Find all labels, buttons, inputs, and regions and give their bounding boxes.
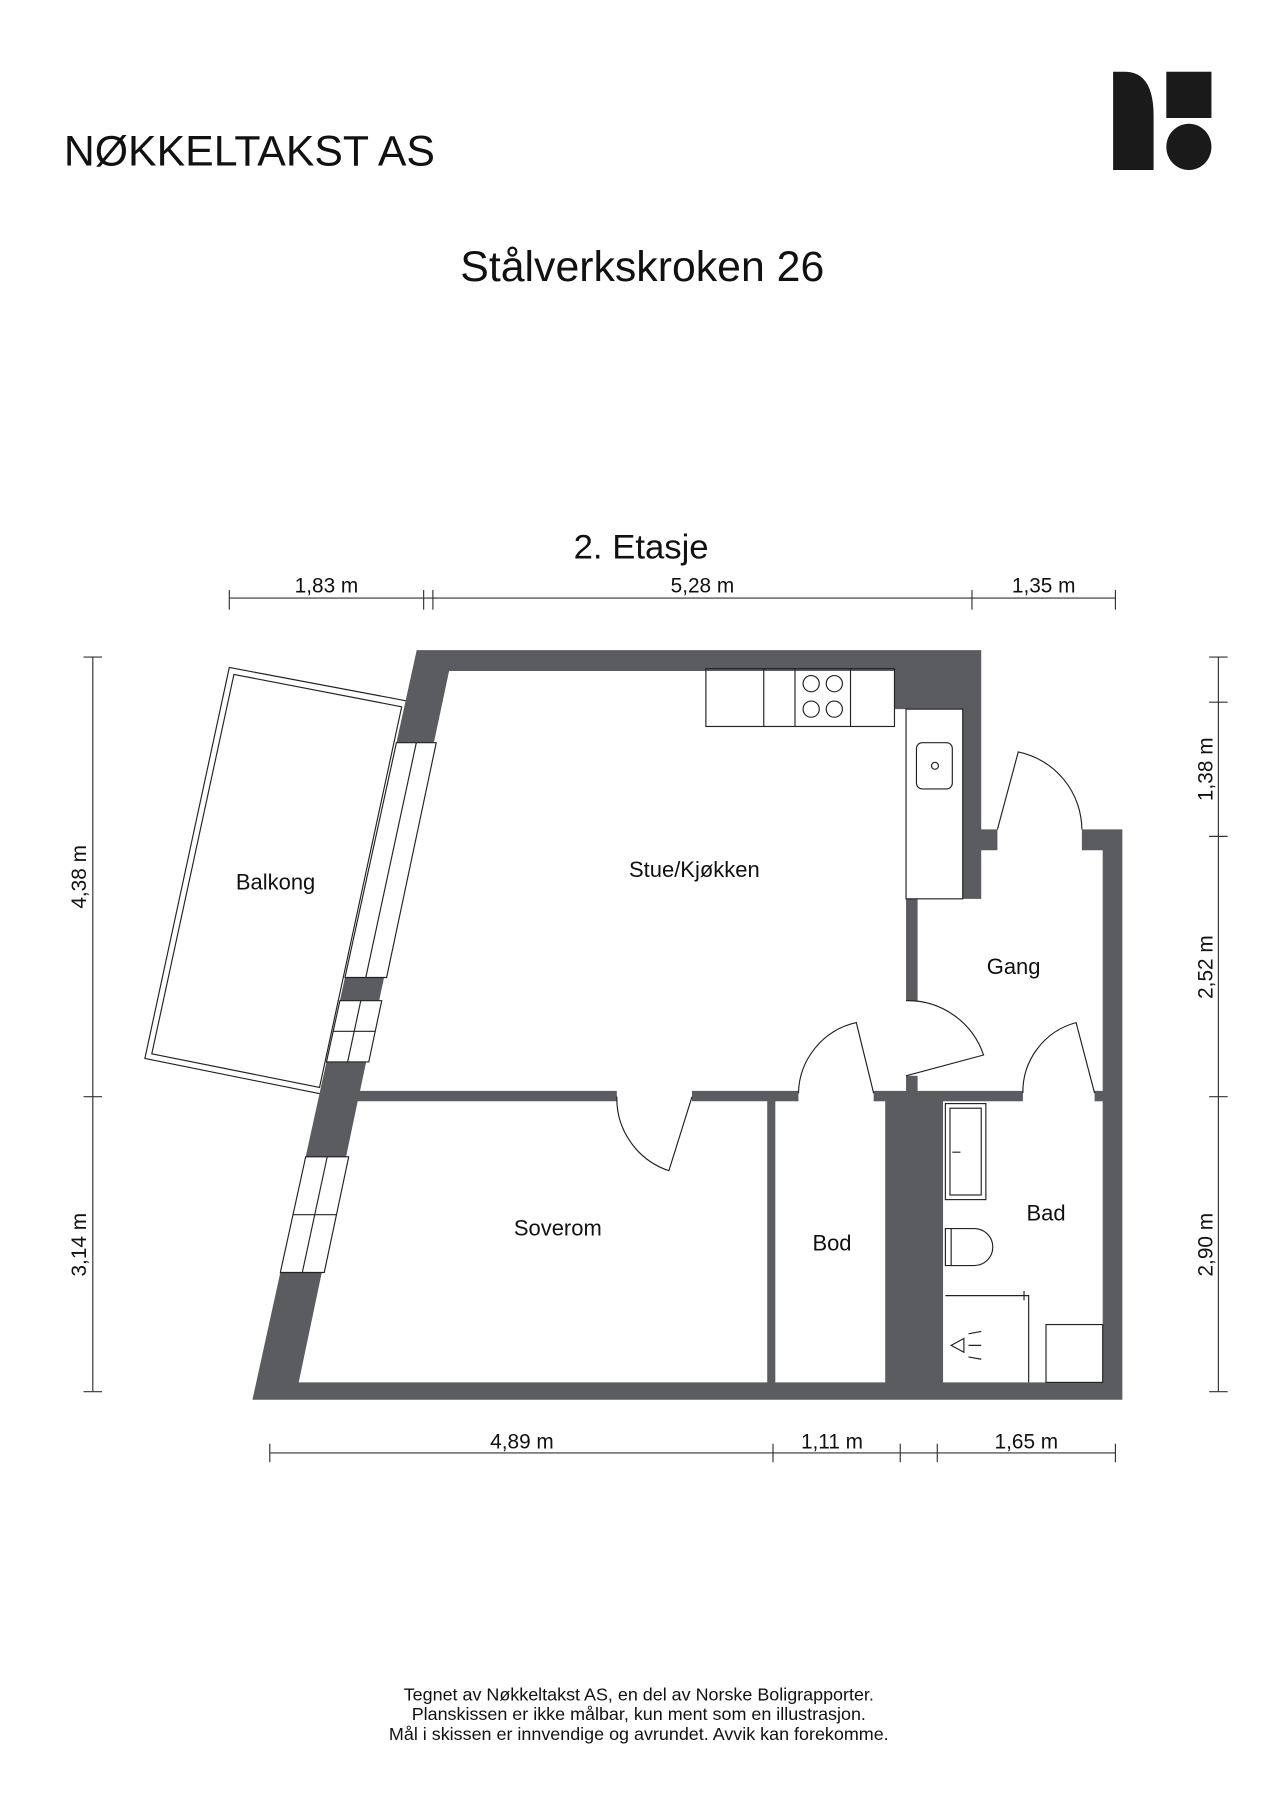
- dim-label: 4,38 m: [68, 845, 91, 909]
- dim-label: 2,90 m: [1195, 1213, 1218, 1277]
- room-bod: [775, 1101, 886, 1383]
- gang-door: [905, 1000, 985, 1077]
- dim-label: 2,52 m: [1195, 935, 1218, 999]
- shower-icon: [949, 1330, 982, 1360]
- kitchen-counter: [705, 668, 964, 900]
- door-openings: [616, 828, 1095, 1103]
- dim-label: 1,38 m: [1195, 737, 1218, 801]
- entrance-door: [996, 751, 1083, 830]
- room-label-bod: Bod: [812, 1231, 851, 1256]
- dim-label: 4,89 m: [490, 1430, 554, 1453]
- room-label-soverom: Soverom: [514, 1215, 602, 1240]
- room-label-stue-kjokken: Stue/Kjøkken: [629, 857, 760, 882]
- floor-title: 2. Etasje: [574, 529, 709, 567]
- dim-label: 3,14 m: [68, 1213, 91, 1277]
- dim-label: 1,65 m: [995, 1430, 1059, 1453]
- footer-line: Tegnet av Nøkkeltakst AS, en del av Nors…: [404, 1685, 874, 1705]
- windows: [279, 742, 437, 1274]
- washer-icon: [1045, 1323, 1104, 1383]
- company-name: NØKKELTAKST AS: [64, 127, 435, 175]
- dimension-bottom: 4,89 m 1,11 m 1,65 m: [269, 1430, 1116, 1463]
- room-label-balkong: Balkong: [236, 870, 315, 895]
- room-stue-kjokken: [360, 670, 963, 1091]
- room-soverom: [298, 1101, 768, 1383]
- dimension-right: 1,38 m 2,52 m 2,90 m: [1195, 656, 1228, 1393]
- dimension-top: 1,83 m 5,28 m 1,35 m: [228, 574, 1116, 610]
- room-label-gang: Gang: [987, 954, 1041, 979]
- company-logo: [1113, 71, 1212, 171]
- room-bad: [943, 1101, 1103, 1383]
- room-label-bad: Bad: [1026, 1200, 1065, 1225]
- bod-door: [797, 1021, 875, 1094]
- doors: [616, 751, 1096, 1172]
- dimension-left: 4,38 m 3,14 m: [68, 656, 103, 1393]
- footer-line: Planskissen er ikke målbar, kun ment som…: [412, 1704, 866, 1724]
- bad-door: [1022, 1021, 1096, 1094]
- dim-label: 5,28 m: [671, 574, 735, 597]
- dim-label: 1,35 m: [1012, 574, 1076, 597]
- address-title: Stålverkskroken 26: [460, 243, 824, 291]
- dim-label: 1,11 m: [801, 1430, 863, 1453]
- dim-label: 1,83 m: [295, 574, 359, 597]
- shower-area: [945, 1295, 1030, 1383]
- bathtub-icon: [944, 1103, 987, 1201]
- stove-icon: [802, 675, 843, 718]
- bathroom-fixtures: [944, 1103, 1104, 1383]
- sink-icon: [915, 742, 953, 790]
- balcony-door-frame: [365, 742, 417, 978]
- footer-disclaimer: Tegnet av Nøkkeltakst AS, en del av Nors…: [389, 1685, 889, 1744]
- soverom-door: [616, 1096, 693, 1172]
- footer-line: Mål i skissen er innvendige og avrundet.…: [389, 1724, 889, 1744]
- toilet-icon: [944, 1227, 994, 1267]
